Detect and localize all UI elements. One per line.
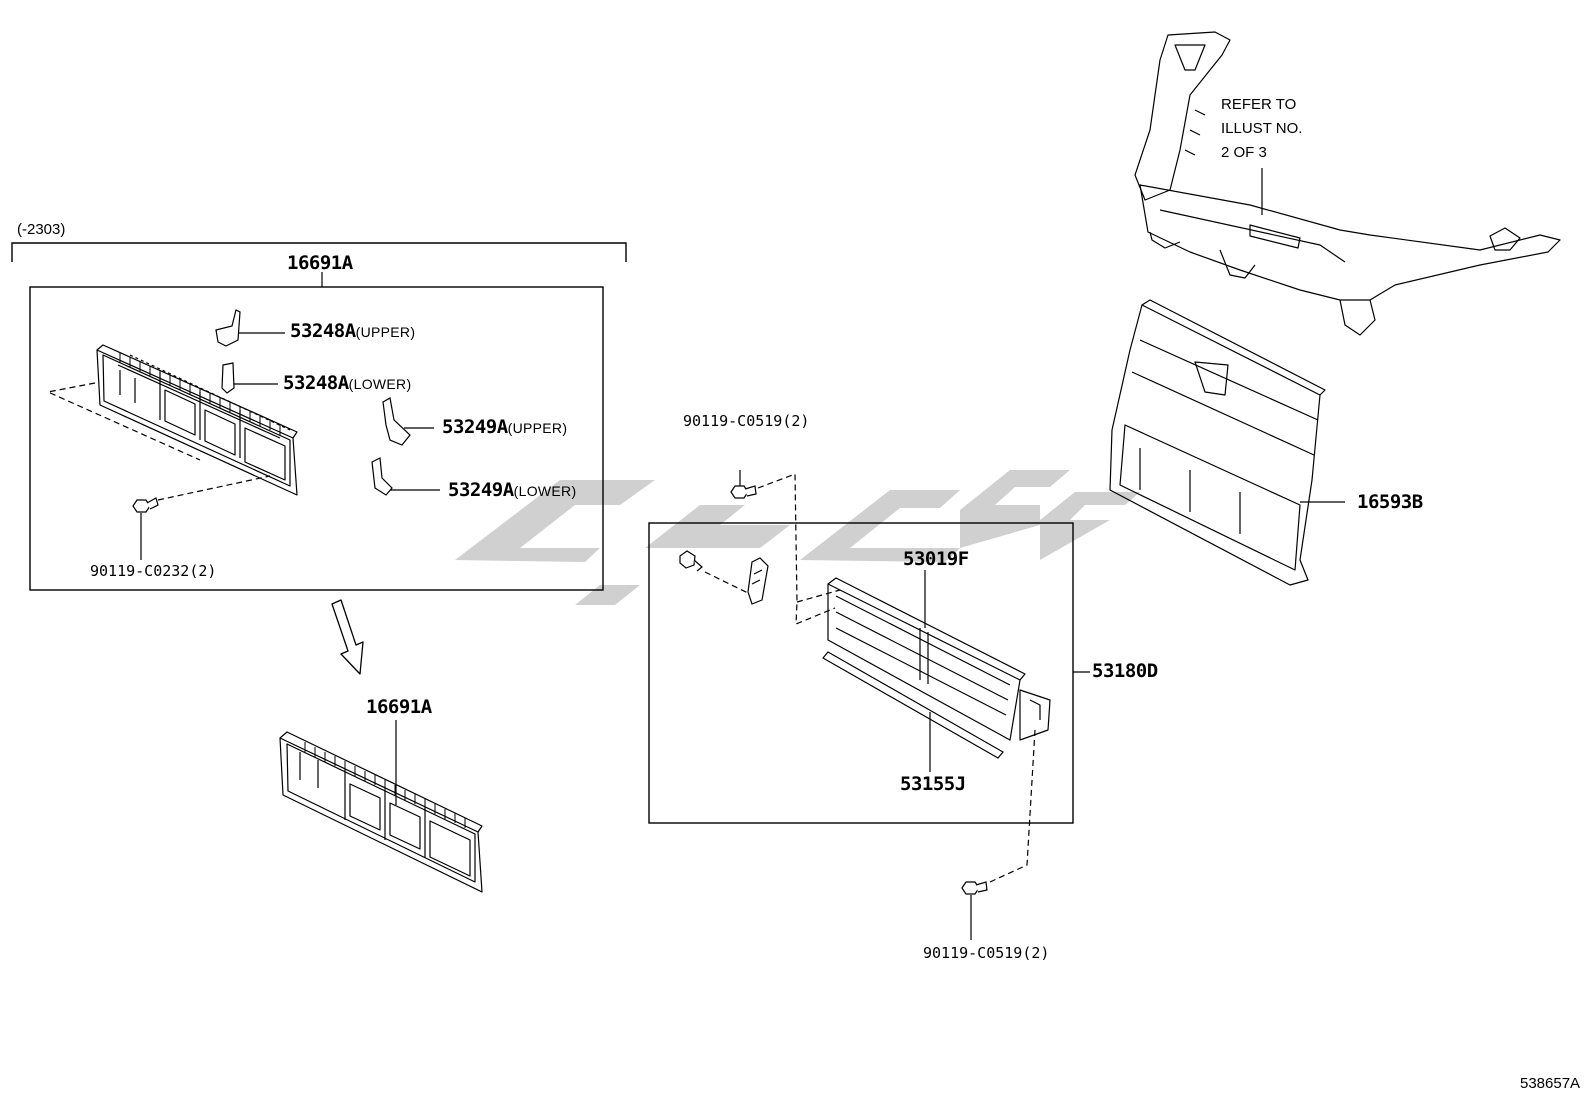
- bolt-shutter-top-icon: [730, 470, 757, 499]
- part-qualifier: (LOWER): [513, 483, 577, 499]
- part-code: 53248A: [283, 372, 349, 394]
- watermark-logo: [455, 470, 1140, 605]
- part-label-53249a-lower[interactable]: 53249A(LOWER): [448, 481, 576, 500]
- seal-53155j-icon: [822, 651, 1004, 759]
- refer-note-line-3: 2 OF 3: [1221, 144, 1267, 161]
- grille-teeth-top: [119, 353, 281, 435]
- part-label-53249a-upper[interactable]: 53249A(UPPER): [442, 418, 567, 437]
- screw-shutter-icon: [679, 550, 703, 572]
- part-qualifier: (UPPER): [355, 324, 416, 340]
- refer-note[interactable]: REFER TO ILLUST NO. 2 OF 3: [1221, 93, 1302, 165]
- date-range-label: (-2303): [17, 221, 66, 238]
- grille-dashed-leaders: [46, 382, 271, 501]
- part-label-16691a-bottom[interactable]: 16691A: [366, 696, 432, 718]
- bracket-53249a-lower-icon: [371, 457, 440, 496]
- shutter-dashed-leader-bottom: [989, 729, 1036, 883]
- bracket-53248a-lower-icon: [221, 362, 278, 394]
- date-range-bracket: [11, 242, 627, 262]
- part-code: 53248A: [290, 320, 356, 342]
- lower-grille-top: [96, 344, 298, 496]
- part-code: 53249A: [442, 416, 508, 438]
- part-label-53019f[interactable]: 53019F: [903, 548, 969, 570]
- bolt-grille-icon: [132, 497, 159, 560]
- refer-note-line-1: REFER TO: [1221, 96, 1297, 113]
- part-label-53155j[interactable]: 53155J: [900, 773, 966, 795]
- part-label-16593b[interactable]: 16593B: [1357, 491, 1423, 513]
- bolt-shutter-bottom-icon: [961, 881, 988, 940]
- shutter-frame-53019f-icon: [827, 577, 1051, 741]
- part-label-53248a-upper[interactable]: 53248A(UPPER): [290, 322, 415, 341]
- shutter-kit-box: [648, 522, 1074, 824]
- shutter-dashed-leaders-top: [757, 473, 841, 625]
- bracket-53249a-upper-icon: [382, 397, 434, 446]
- transition-arrow: [331, 599, 364, 675]
- part-qualifier: (LOWER): [348, 376, 412, 392]
- part-label-90119-c0519-bottom[interactable]: 90119-C0519(2): [923, 944, 1050, 962]
- part-label-53180d[interactable]: 53180D: [1092, 660, 1158, 682]
- part-label-53248a-lower[interactable]: 53248A(LOWER): [283, 374, 411, 393]
- screw-dashed-leader: [704, 571, 753, 596]
- lower-grille-bottom: [279, 731, 483, 893]
- part-label-90119-c0232[interactable]: 90119-C0232(2): [90, 562, 217, 580]
- part-qualifier: (UPPER): [507, 420, 568, 436]
- part-label-90119-c0519-top[interactable]: 90119-C0519(2): [683, 412, 810, 430]
- grille-teeth-bottom: [304, 742, 466, 828]
- refer-note-line-2: ILLUST NO.: [1221, 120, 1303, 137]
- radiator-support-upper: [1134, 31, 1561, 336]
- clip-shutter-icon: [747, 557, 769, 605]
- illustration-number: 538657A: [1520, 1075, 1581, 1092]
- part-code: 53249A: [448, 479, 514, 501]
- grille-kit-box: [29, 286, 604, 591]
- support-panel-16593b-icon: [1109, 299, 1326, 586]
- part-label-16691a-top[interactable]: 16691A: [287, 252, 353, 274]
- bracket-53248a-upper-icon: [215, 309, 285, 347]
